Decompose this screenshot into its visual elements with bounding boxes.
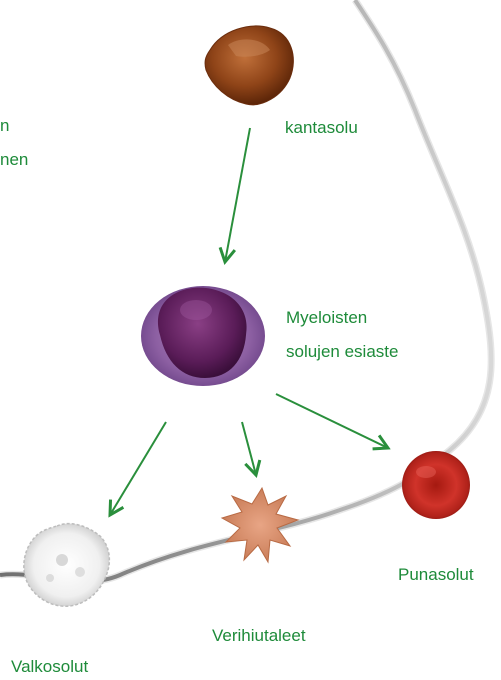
arrow-myeloid-to-platelets <box>242 422 256 475</box>
stem-cell-label: kantasolu <box>285 118 358 138</box>
stem-cell-icon <box>205 26 293 105</box>
myeloid-progenitor-icon <box>141 286 265 386</box>
white-cells-label: Valkosolut <box>11 657 88 677</box>
red-cells-label: Punasolut <box>398 565 474 585</box>
arrow-myeloid-to-red-cells <box>276 394 388 448</box>
arrow-stem-to-myeloid <box>225 128 250 262</box>
platelets-label: Verihiutaleet <box>212 626 306 646</box>
cut-off-label-2: nen <box>0 150 28 170</box>
red-blood-cell-icon <box>402 451 470 519</box>
cut-off-label-1: n <box>0 116 9 136</box>
arrow-myeloid-to-white-cells <box>110 422 166 515</box>
myeloid-progenitor-label-line2: solujen esiaste <box>286 342 398 362</box>
white-blood-cell-icon <box>24 524 110 607</box>
myeloid-progenitor-label-line1: Myeloisten <box>286 308 367 328</box>
